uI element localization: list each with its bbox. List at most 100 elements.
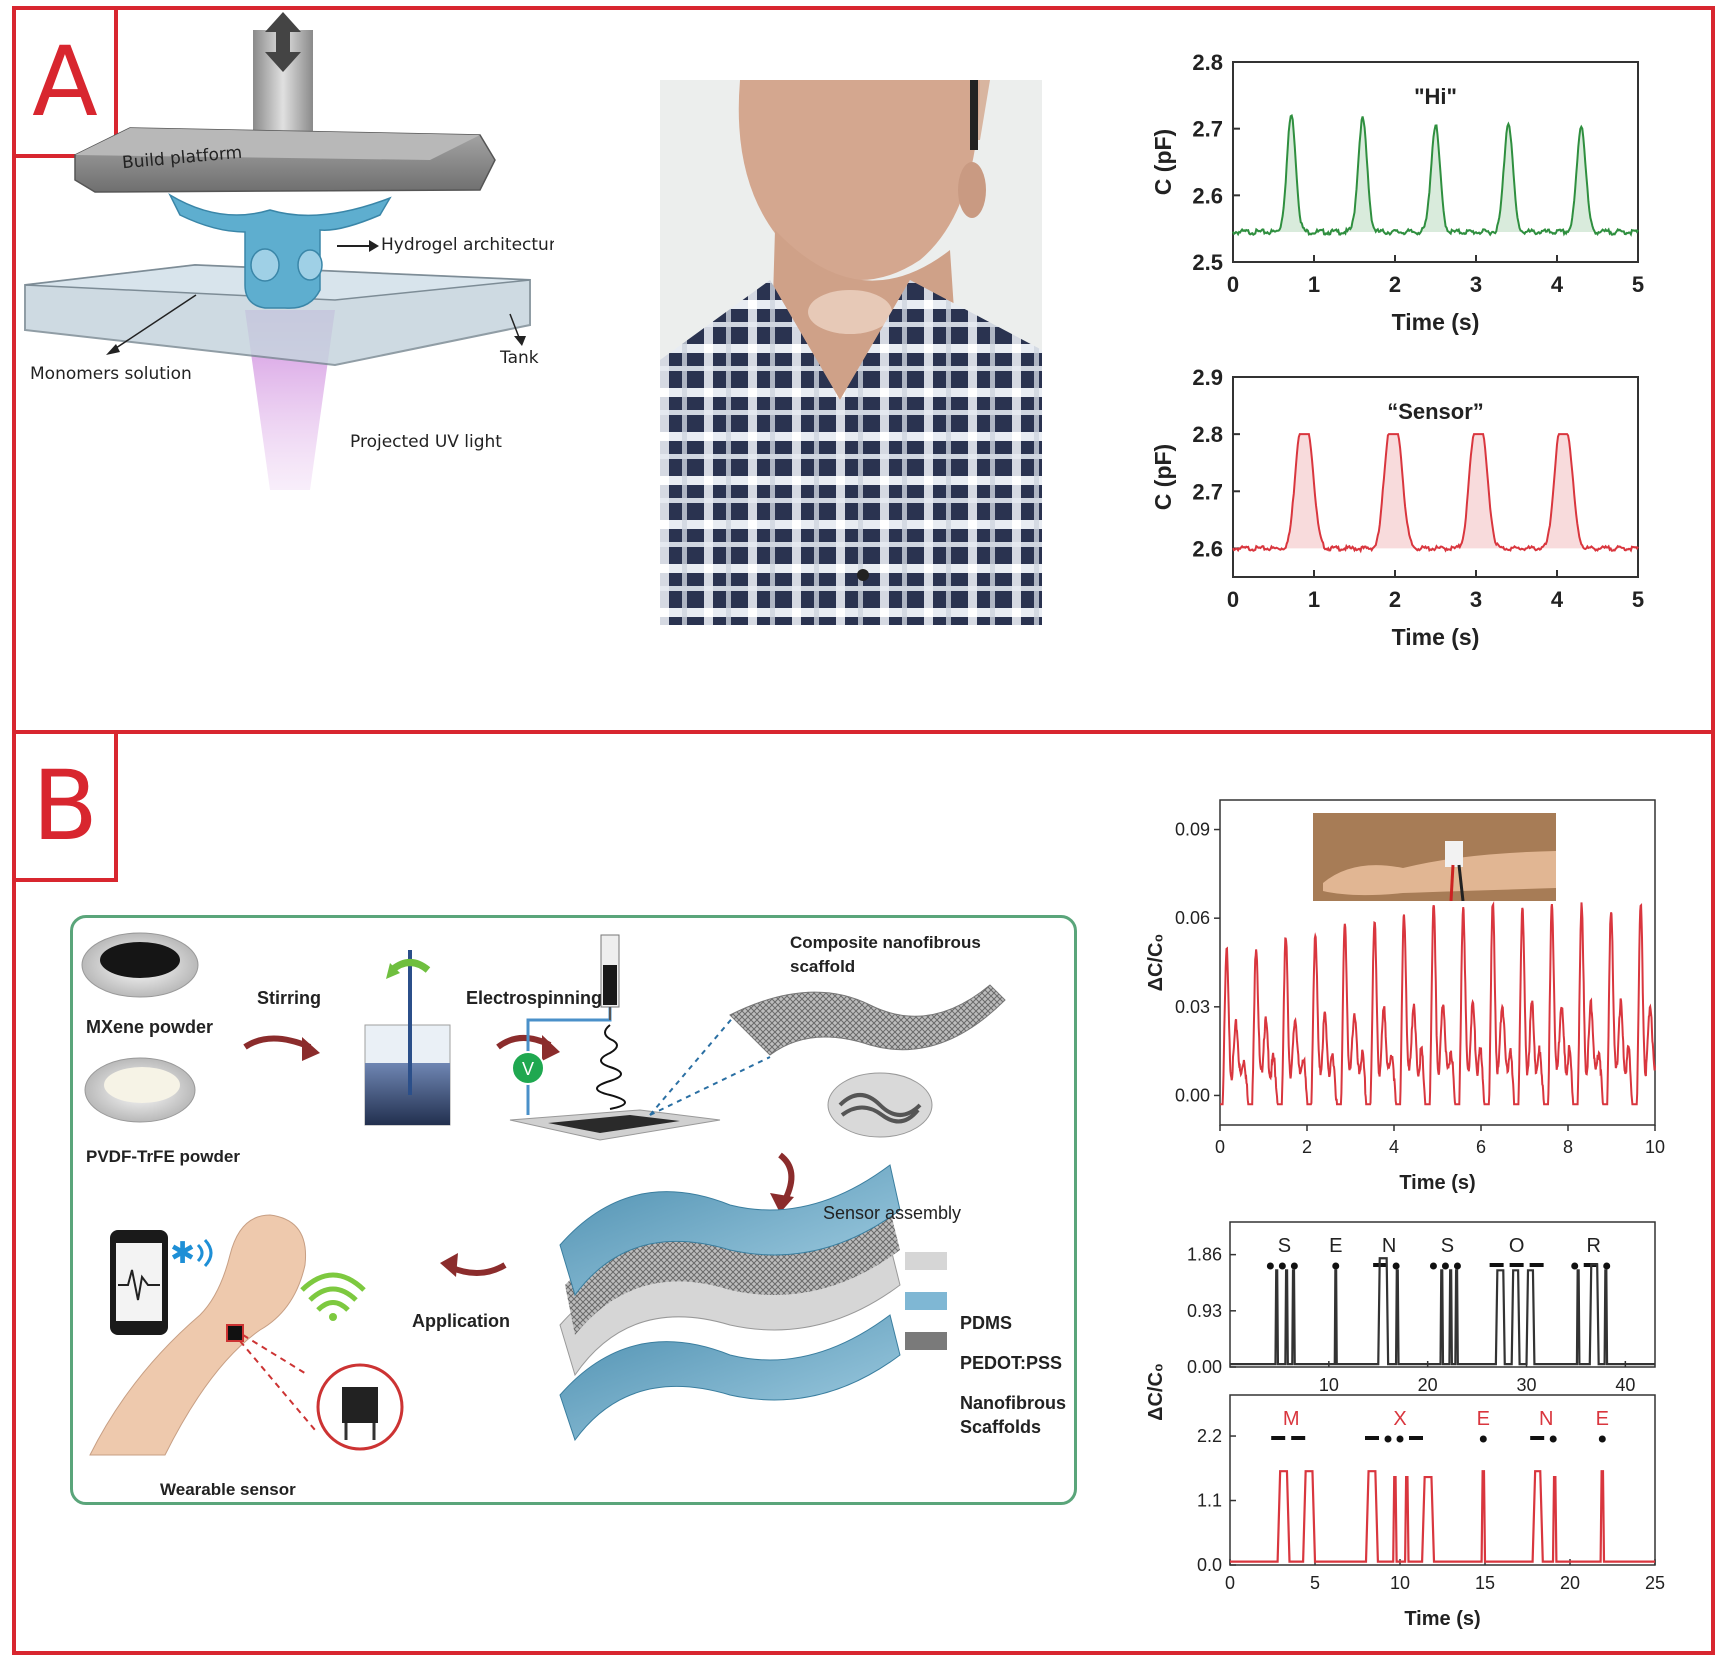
- morse-dash: [1409, 1436, 1423, 1440]
- x-tick-label: 4: [1551, 587, 1564, 612]
- plot-frame: [1232, 61, 1639, 263]
- morse-dash: [1530, 1436, 1545, 1440]
- x-tick-label: 3: [1470, 587, 1482, 612]
- legend-nanofibrous: Nanofibrous: [960, 1393, 1066, 1413]
- legend-scaffolds: Scaffolds: [960, 1417, 1042, 1437]
- sensor-assembly-label: Sensor assembly: [823, 1203, 962, 1223]
- y-tick-label: 2.6: [1192, 183, 1223, 208]
- x-tick-label: 10: [1645, 1137, 1665, 1157]
- voltage-label: V: [522, 1059, 534, 1079]
- morse-dot: [1290, 1262, 1298, 1270]
- y-tick-label: 0.0: [1197, 1555, 1222, 1575]
- electrospinning-label: Electrospinning: [466, 988, 603, 1008]
- x-tick-label: 15: [1475, 1573, 1495, 1593]
- plot-frame: [1219, 799, 1656, 1126]
- morse-letter: R: [1586, 1235, 1600, 1257]
- wearable-label: Wearable sensor: [160, 1480, 296, 1499]
- x-axis-label: Time (s): [1399, 1172, 1475, 1194]
- x-tick-label: 20: [1418, 1375, 1438, 1395]
- series-line: [1232, 433, 1639, 554]
- legend-pdms: PDMS: [960, 1313, 1013, 1333]
- x-tick-label: 2: [1302, 1137, 1312, 1157]
- panel-a-label: A: [12, 6, 118, 158]
- wrist-sensor-photo: [1313, 813, 1556, 901]
- x-tick-label: 4: [1551, 272, 1564, 297]
- mxene-dish: [81, 932, 199, 998]
- x-tick-label: 3: [1470, 272, 1482, 297]
- x-axis-label: Time (s): [1392, 624, 1480, 650]
- chart-title: “Sensor”: [1387, 399, 1484, 424]
- morse-dot: [1278, 1262, 1286, 1270]
- stirring-label: Stirring: [257, 988, 322, 1008]
- y-tick-label: 1.1: [1197, 1491, 1222, 1511]
- y-tick-label: 1.86: [1187, 1245, 1222, 1265]
- y-tick-label: 0.09: [1175, 820, 1210, 840]
- fabrication-schematic: [70, 915, 1077, 1505]
- x-axis-label: Time (s): [1392, 309, 1480, 335]
- smartphone-icon: [110, 1230, 168, 1335]
- morse-dot: [1266, 1262, 1274, 1270]
- morse-dot: [1598, 1435, 1606, 1443]
- morse-dash: [1489, 1263, 1504, 1267]
- y-axis-label: ΔC/C₀: [1145, 934, 1167, 992]
- morse-letter: N: [1382, 1235, 1396, 1257]
- morse-dash: [1529, 1263, 1544, 1267]
- x-tick-label: 1: [1308, 587, 1320, 612]
- y-tick-label: 2.6: [1192, 536, 1223, 561]
- morse-dot: [1429, 1262, 1437, 1270]
- morse-letter: S: [1441, 1235, 1454, 1257]
- arm: [89, 1214, 307, 1456]
- y-tick-label: 2.7: [1192, 117, 1223, 142]
- x-tick-label: 10: [1319, 1375, 1339, 1395]
- wifi-icon: [300, 1272, 366, 1312]
- morse-dot: [1396, 1435, 1404, 1443]
- y-tick-label: 0.00: [1175, 1085, 1210, 1105]
- x-tick-label: 5: [1632, 587, 1644, 612]
- leader-lines: [106, 294, 526, 355]
- legend-swatch-nanofiber: [905, 1332, 947, 1350]
- x-tick-label: 1: [1308, 272, 1320, 297]
- morse-dash: [1365, 1436, 1379, 1440]
- morse-dot: [1384, 1435, 1392, 1443]
- morse-letter: S: [1278, 1235, 1291, 1257]
- y-tick-label: 0.93: [1187, 1301, 1222, 1321]
- x-tick-label: 20: [1560, 1573, 1580, 1593]
- scaffold-sheet: [729, 984, 1006, 1056]
- morse-dot: [1549, 1435, 1557, 1443]
- hydrogel-arrow: [337, 240, 379, 252]
- x-tick-label: 2: [1389, 587, 1401, 612]
- morse-letter: E: [1596, 1408, 1609, 1430]
- x-tick-label: 25: [1645, 1573, 1665, 1593]
- bluetooth-icon: ✱: [170, 1237, 195, 1270]
- x-tick-label: 0: [1215, 1137, 1225, 1157]
- x-tick-label: 40: [1615, 1375, 1635, 1395]
- morse-letter: X: [1393, 1408, 1406, 1430]
- double-arrow-icon: [265, 12, 301, 72]
- morse-dot: [1332, 1262, 1340, 1270]
- morse-dot: [1392, 1262, 1400, 1270]
- plot-frame: [1229, 1394, 1656, 1566]
- legend-pedot: PEDOT:PSS: [960, 1353, 1063, 1373]
- series-fill: [1233, 115, 1638, 235]
- y-axis-label: C (pF): [1150, 129, 1176, 195]
- pvdf-label: PVDF-TrFE powder: [86, 1147, 240, 1166]
- x-tick-label: 8: [1563, 1137, 1573, 1157]
- chart-title: "Hi": [1414, 84, 1457, 109]
- legend-swatch-pdms: [905, 1252, 947, 1270]
- uv-light-label: Projected UV light: [350, 432, 502, 452]
- morse-letter: O: [1509, 1235, 1525, 1257]
- panel-b-frame: [12, 730, 1715, 1655]
- x-tick-label: 10: [1390, 1573, 1410, 1593]
- throat-sensor-photo: [660, 80, 1042, 625]
- x-axis-label: Time (s): [1404, 1608, 1480, 1630]
- morse-letter: M: [1283, 1408, 1300, 1430]
- y-tick-label: 0.03: [1175, 997, 1210, 1017]
- pvdf-dish: [84, 1057, 196, 1123]
- morse-letter: N: [1539, 1408, 1553, 1430]
- series-line: [1220, 901, 1656, 1106]
- y-tick-label: 2.9: [1192, 365, 1223, 390]
- x-tick-label: 2: [1389, 272, 1401, 297]
- y-axis-label: ΔC/C₀: [1145, 1363, 1167, 1420]
